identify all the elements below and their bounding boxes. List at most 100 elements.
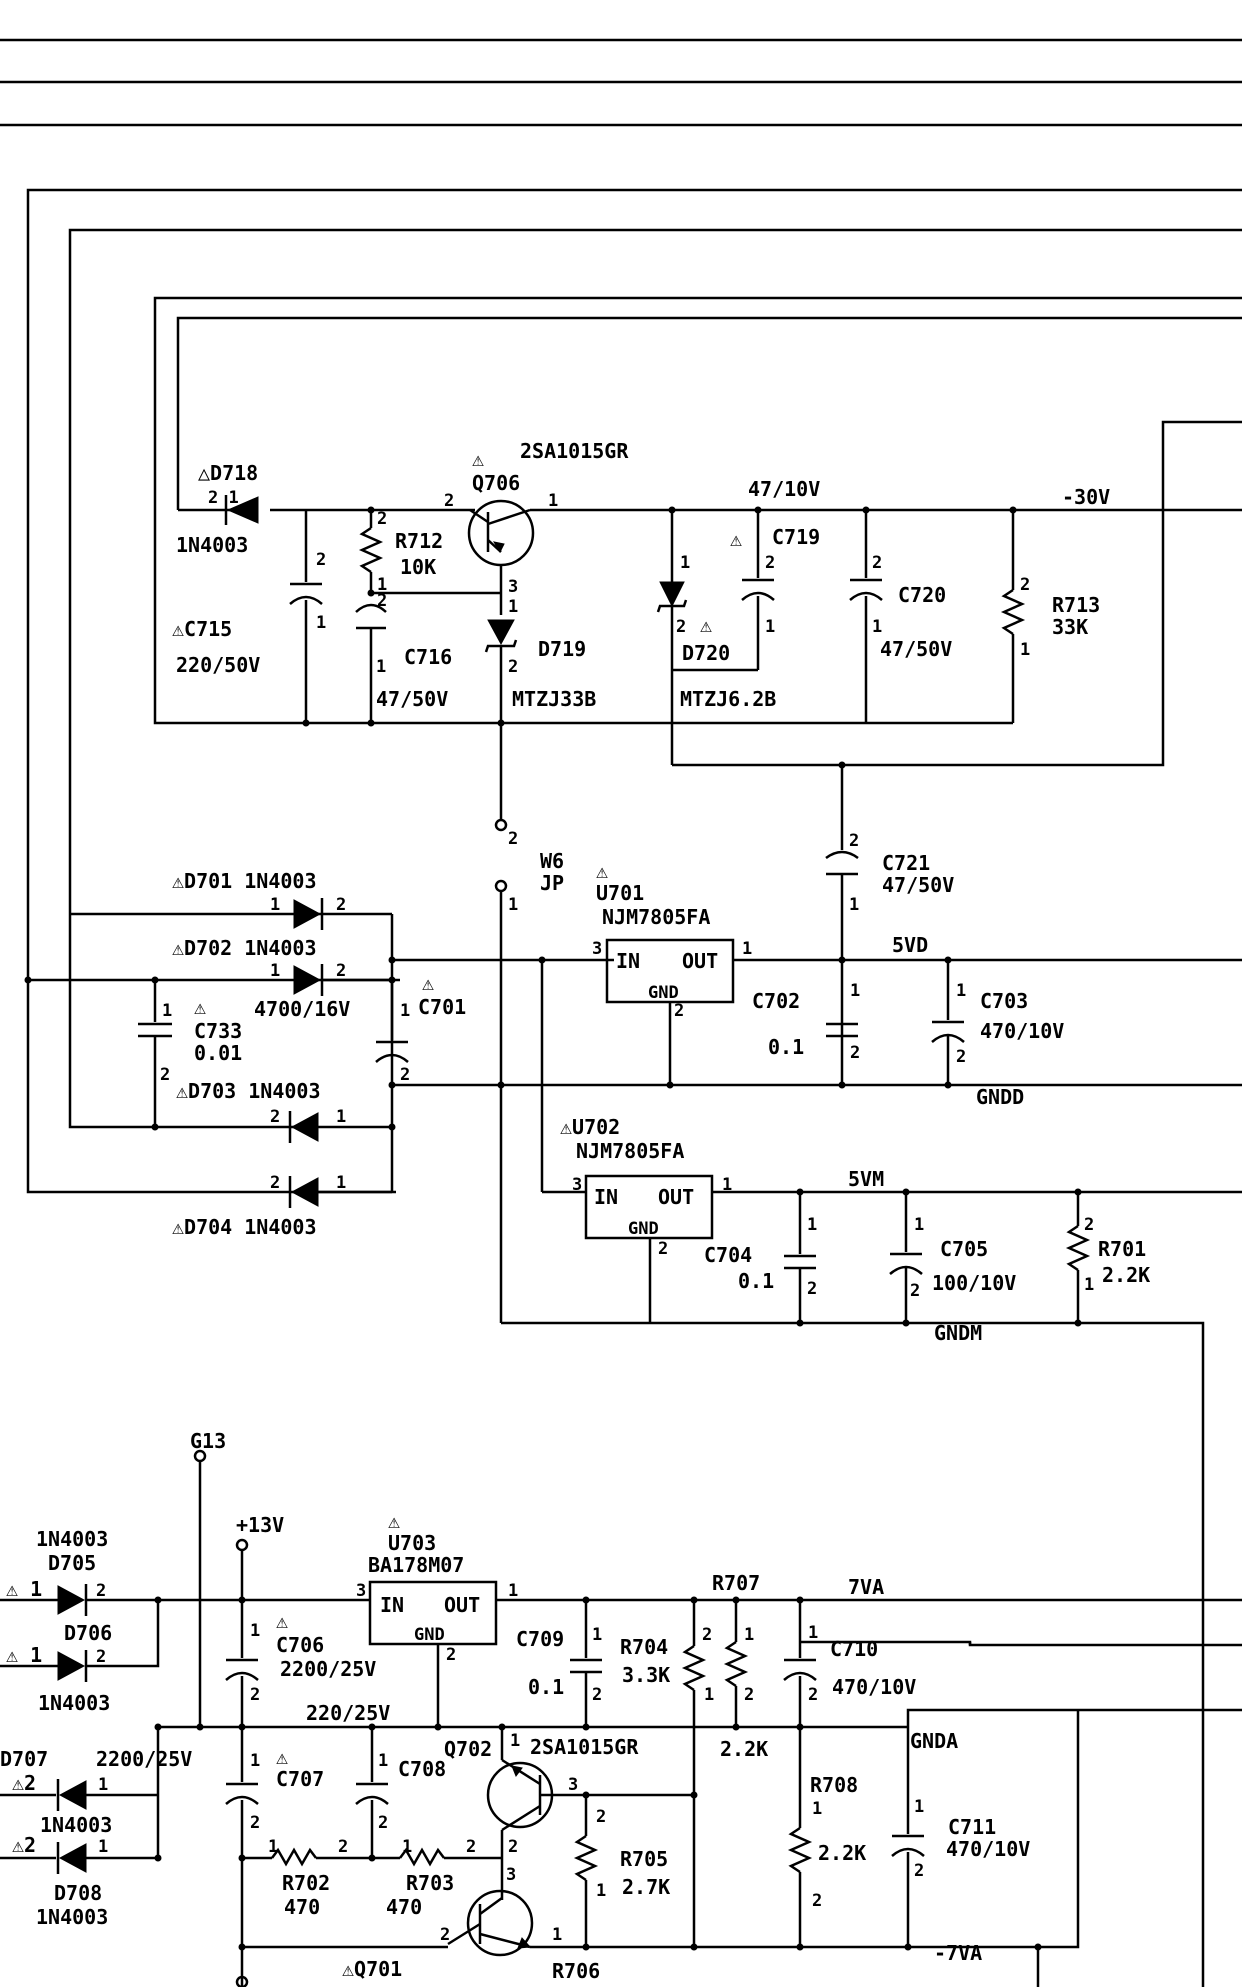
value-c716: 47/50V [376, 687, 448, 711]
pin3-u703: 3 [356, 1581, 366, 1601]
value-d707: 2200/25V [96, 1747, 192, 1771]
pin2-c709: 2 [592, 1685, 602, 1705]
value-c720: 47/50V [880, 637, 952, 661]
value-c706: 2200/25V [280, 1657, 376, 1681]
net-5vd: 5VD [892, 933, 928, 957]
value-c702: 0.1 [768, 1035, 804, 1059]
pin2-c705: 2 [910, 1281, 920, 1301]
value-c701: 4700/16V [254, 997, 350, 1021]
label-c706: C706 [276, 1633, 324, 1657]
label-c720: C720 [898, 583, 946, 607]
part-q702: 2SA1015GR [530, 1735, 639, 1759]
value-r713: 33K [1052, 615, 1088, 639]
label-d703: ⚠D703 1N4003 [176, 1079, 321, 1103]
label-d701: ⚠D701 1N4003 [172, 869, 317, 893]
pin2-r712: 2 [377, 509, 387, 529]
net-minus30v: -30V [1062, 485, 1110, 509]
pin2-r713: 2 [1020, 575, 1030, 595]
label-r702: R702 [282, 1871, 330, 1895]
label-c707: C707 [276, 1767, 324, 1791]
five-volt-section: 2 1 W6 JP 2 1 C721 47/50V ⚠D701 1N4003 1… [24, 765, 1242, 1987]
pin1-q701: 1 [552, 1925, 562, 1945]
pin2-c701: 2 [400, 1065, 410, 1085]
pin2-d704: 2 [270, 1173, 280, 1193]
warn-c733: ⚠ [194, 995, 206, 1019]
pin2-q701: 2 [440, 1925, 450, 1945]
pin1-c716: 1 [376, 657, 386, 677]
pin2-r703: 2 [466, 1837, 476, 1857]
pin2-w6: 2 [508, 829, 518, 849]
label-c711: C711 [948, 1815, 996, 1839]
part-d719: MTZJ33B [512, 687, 596, 711]
u701-gnd: GND [648, 983, 679, 1003]
warn-d705: ⚠ 1 [6, 1577, 42, 1601]
value-r703: 470 [386, 1895, 422, 1919]
pin2-d702: 2 [336, 961, 346, 981]
warn-q706: ⚠ [472, 447, 484, 471]
pin1-r704: 1 [704, 1685, 714, 1705]
label-r706: R706 [552, 1959, 600, 1983]
pin2-d706: 2 [96, 1647, 106, 1667]
pin2-d703: 2 [270, 1107, 280, 1127]
label-c702: C702 [752, 989, 800, 1013]
value-r701: 2.2K [1102, 1263, 1150, 1287]
u703-out: OUT [444, 1593, 480, 1617]
pin2-r708: 2 [812, 1891, 822, 1911]
label-d708: D708 [54, 1881, 102, 1905]
part-d718: 1N4003 [176, 533, 248, 557]
net-gndd: GNDD [976, 1085, 1024, 1109]
pin2-q706: 2 [444, 491, 454, 511]
pin2-c707: 2 [250, 1813, 260, 1833]
part-d707: 1N4003 [40, 1813, 112, 1837]
pin2-c703: 2 [956, 1047, 966, 1067]
pin3-q701: 3 [506, 1865, 516, 1885]
label-u702: ⚠U702 [560, 1115, 620, 1139]
label-c719: C719 [772, 525, 820, 549]
pin1-d703: 1 [336, 1107, 346, 1127]
pin2-r705: 2 [596, 1807, 606, 1827]
pin2-d720: 2 [676, 617, 686, 637]
label-c704: C704 [704, 1243, 752, 1267]
pin1-c706: 1 [250, 1621, 260, 1641]
label-c715: ⚠C715 [172, 617, 232, 641]
pin3-q706: 3 [508, 577, 518, 597]
pin2-u701: 2 [674, 1001, 684, 1021]
pin1-r713: 1 [1020, 640, 1030, 660]
label-r701: R701 [1098, 1237, 1146, 1261]
label-r708: R708 [810, 1773, 858, 1797]
net-47-10v: 47/10V [748, 477, 820, 501]
pin1-r705: 1 [596, 1881, 606, 1901]
pin1-u703: 1 [508, 1581, 518, 1601]
header-rules [0, 38, 1242, 127]
pin1-r708: 1 [812, 1799, 822, 1819]
label-u701: U701 [596, 881, 644, 905]
pin1-d707: 1 [98, 1775, 108, 1795]
part-d708: 1N4003 [36, 1905, 108, 1929]
part-d706: 1N4003 [38, 1691, 110, 1715]
label-q706: Q706 [472, 471, 520, 495]
net-220-25v: 220/25V [306, 1701, 390, 1725]
transistor-q701 [447, 1889, 534, 1957]
value-c733: 0.01 [194, 1041, 242, 1065]
pin2-r707: 2 [744, 1685, 754, 1705]
u702-out: OUT [658, 1185, 694, 1209]
label-d718: △D718 [198, 461, 258, 485]
value-r702: 470 [284, 1895, 320, 1919]
regulator-u701: IN OUT GND [605, 938, 735, 1004]
u702-in: IN [594, 1185, 618, 1209]
label-r703: R703 [406, 1871, 454, 1895]
pin3-u701: 3 [592, 939, 602, 959]
pin1-r703: 1 [402, 1837, 412, 1857]
label-jp: JP [540, 871, 564, 895]
pin2-u703: 2 [446, 1645, 456, 1665]
pin2-c708: 2 [378, 1813, 388, 1833]
value-c703: 470/10V [980, 1019, 1064, 1043]
label-q702: Q702 [444, 1737, 492, 1761]
pin1-c708: 1 [378, 1751, 388, 1771]
part-u701: NJM7805FA [602, 905, 710, 929]
label-r713: R713 [1052, 593, 1100, 617]
value-r707: 2.2K [720, 1737, 768, 1761]
seven-volt-section: G13 +13V 1N4003 D705 ⚠ 1 2 D706 ⚠ 1 2 1N… [0, 1429, 1242, 1987]
label-d706: D706 [64, 1621, 112, 1645]
label-d719: D719 [538, 637, 586, 661]
